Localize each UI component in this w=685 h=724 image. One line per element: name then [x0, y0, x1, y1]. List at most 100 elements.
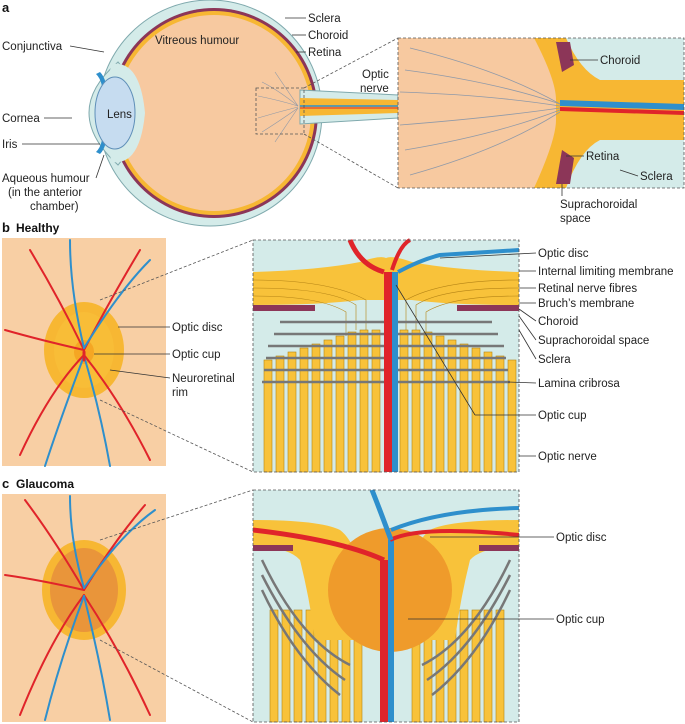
- optic-nerve-core: [300, 98, 398, 116]
- label-retina: Retina: [308, 47, 342, 59]
- glaucoma-artery-branch-2: [389, 529, 520, 542]
- inset-a-choroid-top: [556, 42, 574, 72]
- panel-b-title: Healthy: [16, 221, 60, 235]
- glaucoma-rnf-layer: [253, 520, 519, 640]
- label-b-cup: Optic cup: [538, 410, 587, 422]
- panel-c-title: Glaucoma: [16, 477, 74, 491]
- label-b-rim-2: rim: [172, 387, 188, 399]
- leader-b-supra: [518, 315, 537, 341]
- healthy-central-artery: [384, 272, 392, 472]
- inset-a-connector-bottom: [303, 133, 399, 189]
- glaucoma-vein-branch-2: [390, 506, 520, 532]
- label-suprachoroidal-1: Suprachoroidal: [560, 199, 637, 211]
- label-b-optic-disc: Optic disc: [172, 322, 223, 334]
- leader-b-rim: [109, 369, 171, 379]
- retinal-fibres: [257, 71, 299, 143]
- label-vitreous: Vitreous humour: [155, 35, 239, 47]
- glaucoma-connector-top: [99, 489, 254, 541]
- leader-b-cup-d: [395, 284, 476, 416]
- healthy-cross-section: [99, 238, 520, 473]
- healthy-choroid-right: [457, 305, 519, 311]
- label-cornea: Cornea: [2, 113, 40, 125]
- healthy-connector-bottom: [99, 399, 254, 473]
- healthy-fundus: [2, 238, 166, 467]
- label-aqueous-3: chamber): [30, 201, 79, 213]
- label-b-ilm: Internal limiting membrane: [538, 266, 674, 278]
- label-b-bruch: Bruch’s membrane: [538, 298, 634, 310]
- label-optic-nerve-1: Optic: [362, 69, 389, 81]
- glaucoma-cross-section: [99, 489, 520, 723]
- glaucoma-central-vein: [388, 540, 394, 722]
- glaucoma-vessels: [4, 495, 156, 721]
- inset-a-vitreous: [398, 38, 560, 188]
- inset-a-vein: [560, 100, 684, 110]
- panel-a-inset: [303, 37, 685, 189]
- panel-b-letter: b: [2, 220, 10, 235]
- inset-a-fibres: [399, 47, 561, 176]
- healthy-cs-labels: Optic disc Internal limiting membrane Re…: [395, 248, 674, 463]
- healthy-artery-branch-2: [390, 238, 412, 271]
- inset-a-choroid-bottom: [556, 150, 574, 184]
- healthy-choroid-left: [253, 305, 315, 311]
- leader-conjunctiva: [69, 45, 105, 53]
- glaucoma-connector-bottom: [99, 639, 254, 723]
- zoom-region-box: [255, 87, 305, 135]
- healthy-artery-branch: [347, 239, 385, 275]
- label-b-lamina: Lamina cribrosa: [538, 378, 620, 390]
- panel-a-letter: a: [2, 0, 10, 15]
- healthy-rnf-lines: [252, 279, 520, 336]
- healthy-cs-frame: [252, 239, 520, 473]
- label-b-rim-1: Neuroretinal: [172, 373, 235, 385]
- label-inset-sclera: Sclera: [640, 171, 673, 183]
- panel-c-letter: c: [2, 476, 9, 491]
- leader-b-sclera: [518, 329, 537, 360]
- label-iris: Iris: [2, 139, 18, 151]
- label-b-nerve: Optic nerve: [538, 451, 597, 463]
- panel-a-labels: Sclera Choroid Retina Vitreous humour Co…: [2, 13, 673, 225]
- healthy-connector-top: [99, 239, 254, 301]
- label-conjunctiva: Conjunctiva: [2, 41, 63, 53]
- glaucoma-choroid-left: [253, 545, 293, 551]
- label-aqueous-2: (in the anterior: [8, 187, 82, 199]
- label-suprachoroidal-2: space: [560, 213, 591, 225]
- label-b-sclera: Sclera: [538, 354, 571, 366]
- label-inset-choroid: Choroid: [600, 55, 640, 67]
- label-choroid: Choroid: [308, 30, 348, 42]
- glaucoma-cs-frame: [252, 489, 520, 723]
- glaucoma-vein-branch: [369, 489, 394, 541]
- label-lens: Lens: [107, 109, 132, 121]
- healthy-vein-branch: [397, 248, 520, 274]
- label-aqueous-1: Aqueous humour: [2, 173, 90, 185]
- healthy-nerve-bundles: [263, 329, 517, 473]
- leader-b-lamina: [507, 381, 537, 384]
- label-b-supra: Suprachoroidal space: [538, 335, 649, 347]
- leader-aqueous: [95, 154, 105, 179]
- glaucoma-fundus: [2, 494, 166, 722]
- label-c-disc: Optic disc: [556, 532, 607, 544]
- healthy-vessels: [4, 239, 151, 467]
- inset-a-nerve: [534, 38, 684, 188]
- leader-b-choroid: [518, 308, 537, 322]
- glaucoma-lamina-cribrosa: [260, 559, 512, 696]
- healthy-central-vein: [392, 272, 398, 472]
- label-sclera: Sclera: [308, 13, 341, 25]
- healthy-fundus-labels: Optic disc Optic cup Neuroretinal rim: [94, 322, 235, 399]
- glaucoma-artery-branch: [252, 527, 386, 563]
- label-c-cup: Optic cup: [556, 614, 605, 626]
- label-b-rnf: Retinal nerve fibres: [538, 283, 637, 295]
- lens-shape: [94, 76, 136, 150]
- glaucoma-central-artery: [380, 560, 388, 722]
- glaucoma-cs-labels: Optic disc Optic cup: [408, 532, 607, 626]
- inset-a-frame: [397, 37, 685, 189]
- vitreous-shape: [117, 15, 311, 211]
- glaucoma-choroid-right: [479, 545, 519, 551]
- leader-inset-sclera: [619, 169, 639, 177]
- label-optic-nerve-2: nerve: [360, 83, 389, 95]
- inset-a-connector-top: [303, 37, 399, 89]
- label-b-disc: Optic disc: [538, 248, 589, 260]
- eye-cross-section: [88, 0, 399, 227]
- label-inset-retina: Retina: [586, 151, 620, 163]
- label-b-optic-cup: Optic cup: [172, 349, 221, 361]
- leader-b-disc: [439, 252, 537, 259]
